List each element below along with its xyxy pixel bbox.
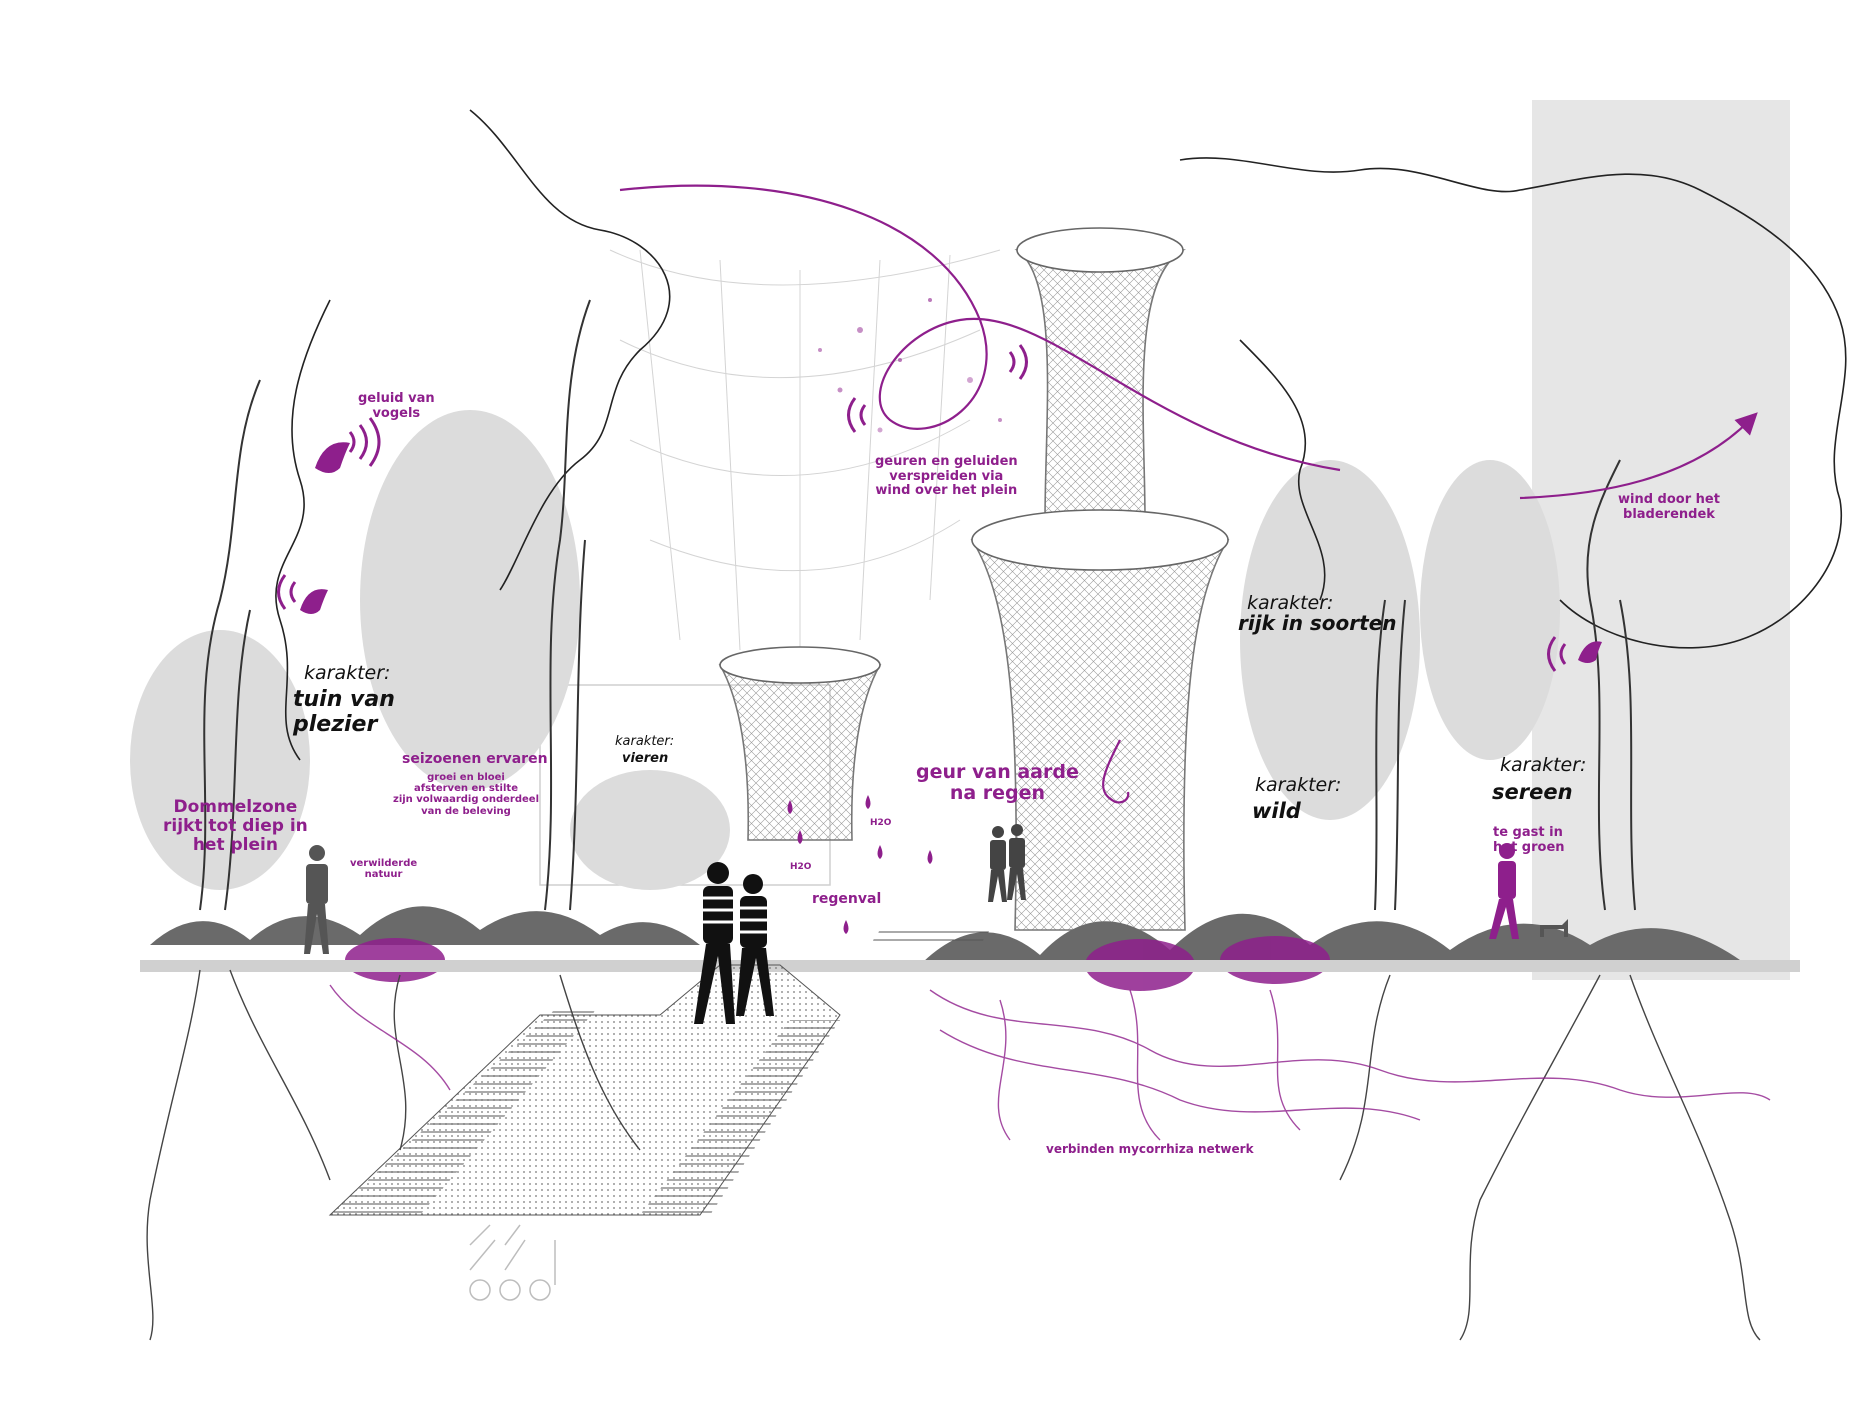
character-wild: wild — [1252, 799, 1301, 823]
tower-small — [718, 646, 882, 841]
tower-large-bottom — [970, 509, 1230, 931]
nose-icon — [1102, 739, 1130, 804]
canopy-net — [609, 249, 1001, 651]
ground-layer — [140, 960, 1800, 972]
tower-large-top — [1014, 227, 1187, 521]
raindrops — [787, 795, 933, 934]
raindrop-icon — [787, 800, 793, 814]
label-regenval: regenval — [812, 891, 882, 907]
label-seizoenen-title: seizoenen ervaren — [402, 751, 548, 767]
wind-arrow-icon — [1519, 412, 1758, 500]
background-trees — [130, 410, 1560, 890]
background-structures — [539, 100, 1790, 980]
label-mycorrhiza: verbinden mycorrhiza netwerk — [1046, 1142, 1254, 1156]
bird-icon — [1578, 641, 1602, 663]
bird-icon — [315, 442, 350, 473]
tree-canopies — [275, 109, 1847, 761]
path-stripe-b — [640, 1020, 840, 1215]
signature-logo — [469, 1224, 556, 1301]
karakter-label-rijk: karakter: — [1247, 592, 1334, 614]
character-vieren: vieren — [622, 751, 669, 766]
birds — [300, 442, 1602, 663]
building-right — [1532, 100, 1790, 980]
label-h2o-b: H2O — [790, 862, 812, 872]
raindrop-icon — [843, 920, 849, 934]
person-couple-front — [694, 862, 774, 1024]
sound-wave-icon — [1547, 636, 1567, 672]
scent-particles — [818, 298, 1002, 433]
people — [304, 824, 1568, 1024]
person-left-tree — [304, 845, 329, 954]
raindrop-icon — [877, 845, 883, 859]
walking-paths — [328, 930, 990, 1216]
karakter-label-sereen: karakter: — [1500, 754, 1587, 776]
sound-waves — [277, 344, 1567, 672]
sound-wave-icon — [348, 417, 381, 467]
person-middle-pair — [988, 824, 1026, 902]
tree-trunks — [199, 299, 1636, 911]
karakter-label-left: karakter: — [304, 662, 391, 684]
karakter-label-wild: karakter: — [1255, 774, 1342, 796]
bird-icon — [300, 589, 328, 614]
character-rijk-in-soorten: rijk in soorten — [1238, 611, 1397, 635]
root-network — [146, 969, 1771, 1341]
raindrop-icon — [927, 850, 933, 864]
wind-flows — [619, 184, 1758, 500]
sound-wave-icon — [1008, 344, 1028, 380]
karakter-label-vieren: karakter: — [615, 734, 675, 749]
path-back — [870, 930, 990, 945]
raindrop-icon — [865, 795, 871, 809]
path-stripe-a — [330, 1005, 600, 1215]
character-sereen: sereen — [1492, 780, 1573, 804]
mesh-towers — [718, 227, 1230, 931]
raindrop-icon — [797, 830, 803, 844]
person-walking-dog — [1489, 843, 1568, 939]
wind-arrow-icon — [619, 184, 1341, 472]
label-h2o-a: H2O — [870, 818, 892, 828]
sound-wave-icon — [277, 574, 297, 610]
sound-wave-icon — [847, 397, 867, 433]
